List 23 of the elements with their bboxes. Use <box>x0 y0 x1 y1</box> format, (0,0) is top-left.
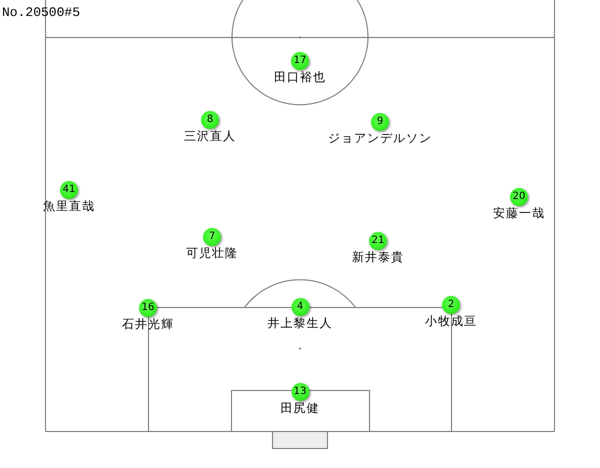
player-name: 三沢直人 <box>184 129 236 143</box>
player-number-marker: 8 <box>201 111 219 129</box>
player-name: 小牧成亘 <box>425 314 477 328</box>
player-number-marker: 16 <box>139 299 157 317</box>
player-name: 新井泰貴 <box>352 250 404 264</box>
player-name: 可児壮隆 <box>186 246 238 260</box>
player-number-marker: 13 <box>291 383 309 401</box>
player-name: 田尻健 <box>280 401 320 415</box>
player-number-marker: 17 <box>291 52 309 70</box>
player-number-marker: 7 <box>203 228 221 246</box>
player-number-marker: 4 <box>291 298 309 316</box>
player-name: ジョアンデルソン <box>328 131 432 145</box>
player-number-marker: 21 <box>369 232 387 250</box>
player-number-marker: 41 <box>60 181 78 199</box>
player-number-marker: 2 <box>442 296 460 314</box>
diagram-title: No.20500#5 <box>2 5 80 20</box>
player-name: 井上黎生人 <box>268 316 332 330</box>
player-number-marker: 20 <box>510 188 528 206</box>
player-name: 石井光輝 <box>122 317 174 331</box>
player-name: 田口裕也 <box>274 70 326 84</box>
player-name: 魚里直哉 <box>43 199 95 213</box>
player-number-marker: 9 <box>371 113 389 131</box>
player-name: 安藤一哉 <box>493 206 545 220</box>
